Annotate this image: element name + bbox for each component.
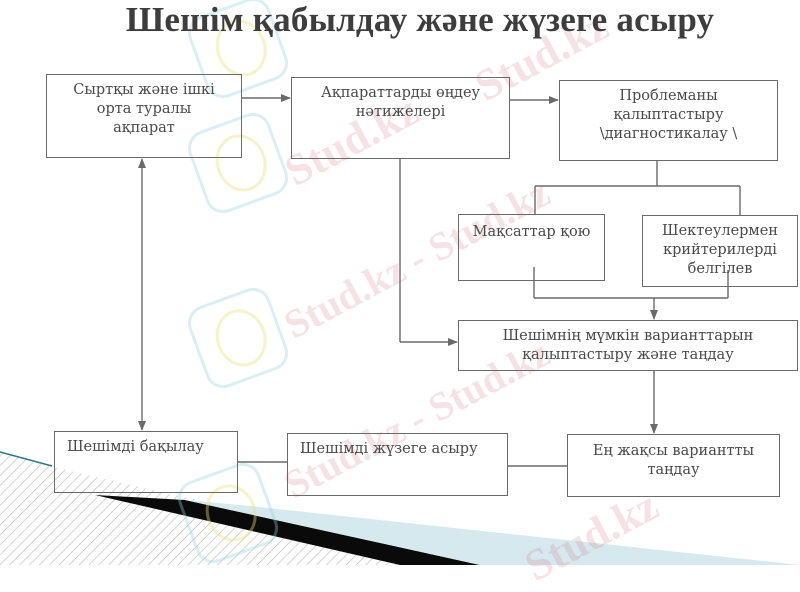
node-text: Шешімнің мүмкін варианттарын [502,328,754,344]
node-text: Ақпараттарды өңдеу [320,85,481,101]
node-text: Сыртқы және ішкі [73,82,215,98]
node-set-goals: Мақсаттар қою [458,214,605,281]
node-text: крийтерилерді [663,242,777,258]
node-text: белгілев [687,261,753,277]
node-text: нәтижелері [355,104,446,120]
node-text: таңдау [647,462,700,478]
diagram-connectors [138,94,741,467]
node-form-choose-alternatives: Шешімнің мүмкін варианттарын қалыптастыр… [458,320,798,371]
page-title: Шешім қабылдау және жүзеге асыру [125,0,715,39]
node-text: Шектеулермен [662,223,778,239]
node-text: Мақсаттар қою [472,224,591,240]
node-external-internal-info: Сыртқы және ішкі орта туралы ақпарат [46,74,242,158]
node-decision-implementation: Шешімді жүзеге асыру [287,433,508,496]
node-decision-control: Шешімді бақылау [54,431,238,493]
node-problem-formulation: Проблеманы қалыптастыру \диагностикалау … [559,80,778,161]
node-text: Шешімді жүзеге асыру [300,441,478,457]
node-text: қалыптастыру [613,107,724,123]
node-text: Шешімді бақылау [67,439,204,455]
node-choose-best-option: Ең жақсы вариантты таңдау [567,434,780,497]
node-text: орта туралы [96,101,192,117]
node-text: Проблеманы [619,88,718,104]
slide-corner-decoration [0,451,800,565]
node-text: қалыптастыру және таңдау [522,347,734,363]
node-info-processing-results: Ақпараттарды өңдеу нәтижелері [291,77,510,159]
node-text: ақпарат [113,120,175,136]
node-define-constraints-criteria: Шектеулермен крийтерилерді белгілев [642,215,798,287]
node-text: \диагностикалау \ [599,126,738,142]
node-text: Ең жақсы вариантты [592,443,755,459]
